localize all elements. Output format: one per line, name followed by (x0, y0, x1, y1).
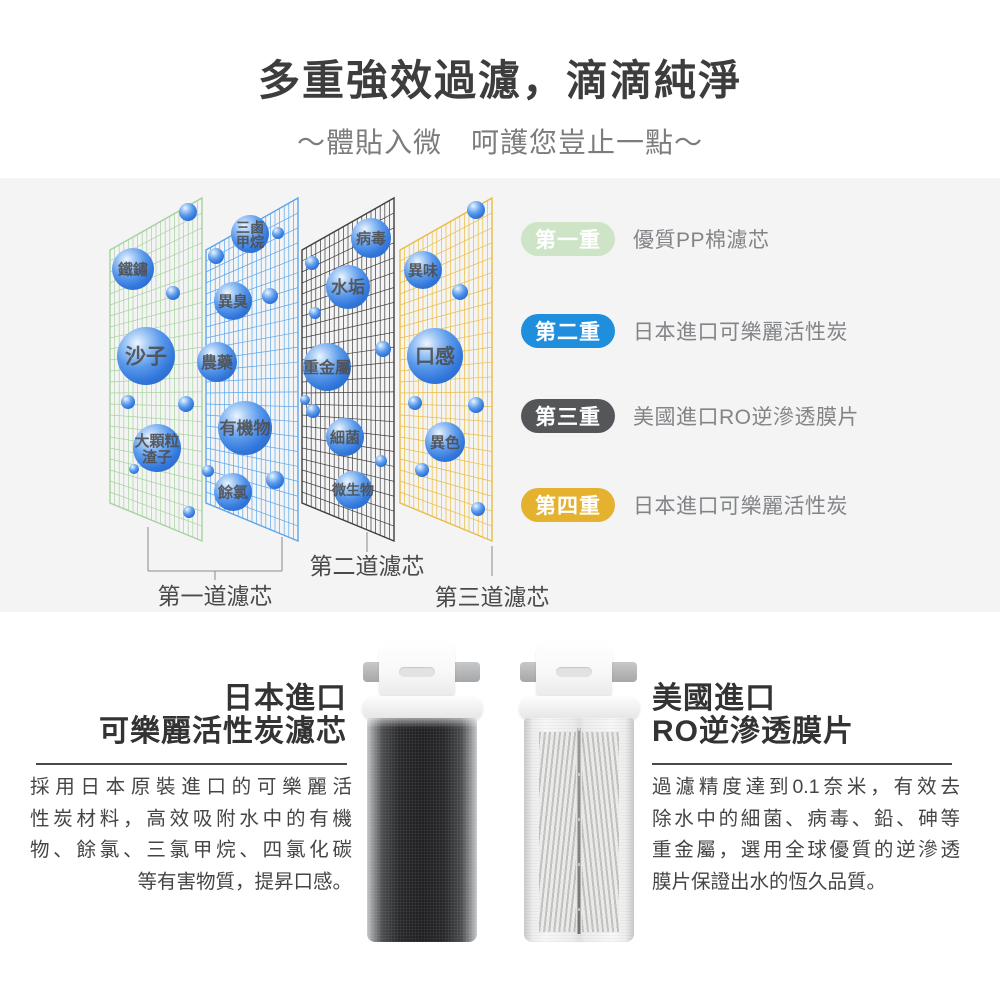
ro-membrane-title: 美國進口 RO逆滲透膜片 (652, 682, 962, 748)
membrane-pleats-right (582, 732, 619, 932)
right-divider (652, 763, 952, 765)
description-line: 性炭材料，高效吸附水中的有機 (30, 807, 352, 830)
stage-row-3: 第三重 美國進口RO逆滲透膜片 (521, 399, 859, 433)
ro-membrane-title-line2: RO逆滲透膜片 (652, 715, 854, 748)
carbon-filter-title-line1: 日本進口 (223, 682, 347, 715)
stage-row-2: 第二重 日本進口可樂麗活性炭 (521, 314, 848, 348)
page-subtitle: ～體貼入微 呵護您豈止一點～ (296, 127, 703, 158)
diagram-section-background (0, 178, 1000, 612)
cartridge-cap (536, 641, 612, 698)
stage-3-badge: 第三重 (521, 399, 615, 433)
membrane-center-line (577, 728, 581, 934)
stage-1-description: 優質PP棉濾芯 (633, 229, 770, 252)
carbon-filter-body (367, 718, 477, 942)
ro-membrane-body (524, 718, 634, 942)
cartridge-collar (519, 696, 640, 721)
stage-2-badge: 第二重 (521, 314, 615, 348)
description-line: 重金屬，選用全球優質的逆滲透 (652, 839, 960, 861)
description-line: 等有害物質，提昇口感。 (137, 870, 352, 893)
carbon-filter-description: 採用日本原裝進口的可樂麗活 性炭材料，高效吸附水中的有機 物、餘氯、三氯甲烷、四… (30, 772, 352, 898)
carbon-filter-title: 日本進口 可樂麗活性炭濾芯 (30, 682, 347, 748)
description-line: 採用日本原裝進口的可樂麗活 (30, 776, 352, 798)
description-line: 物、餘氯、三氯甲烷、四氯化碳 (30, 839, 352, 861)
stage-4-badge: 第四重 (521, 488, 615, 522)
description-line: 過濾精度達到0.1奈米，有效去 (652, 776, 960, 798)
ro-membrane-image (519, 641, 640, 942)
stage-row-4: 第四重 日本進口可樂麗活性炭 (521, 488, 848, 522)
stage-row-1: 第一重 優質PP棉濾芯 (521, 222, 770, 256)
stage-3-description: 美國進口RO逆滲透膜片 (633, 406, 859, 429)
ro-membrane-title-line1: 美國進口 (652, 682, 776, 715)
ro-membrane-description: 過濾精度達到0.1奈米，有效去 除水中的細菌、病毒、鉛、砷等 重金屬，選用全球優… (652, 772, 960, 898)
carbon-filter-title-line2: 可樂麗活性炭濾芯 (99, 715, 347, 748)
left-divider (36, 763, 347, 765)
cartridge-cap-slot (399, 667, 435, 677)
carbon-filter-image (362, 641, 483, 942)
membrane-pleats-left (539, 732, 576, 932)
cartridge-cap (379, 641, 455, 698)
cartridge-collar (362, 696, 483, 721)
description-line: 膜片保證出水的恆久品質。 (652, 870, 887, 893)
stage-2-description: 日本進口可樂麗活性炭 (633, 321, 848, 344)
cartridge-cap-slot (556, 667, 592, 677)
stage-1-badge: 第一重 (521, 222, 615, 256)
description-line: 除水中的細菌、病毒、鉛、砷等 (652, 807, 960, 830)
stage-4-description: 日本進口可樂麗活性炭 (633, 495, 848, 518)
page-title: 多重強效過濾，滴滴純淨 (257, 57, 742, 104)
